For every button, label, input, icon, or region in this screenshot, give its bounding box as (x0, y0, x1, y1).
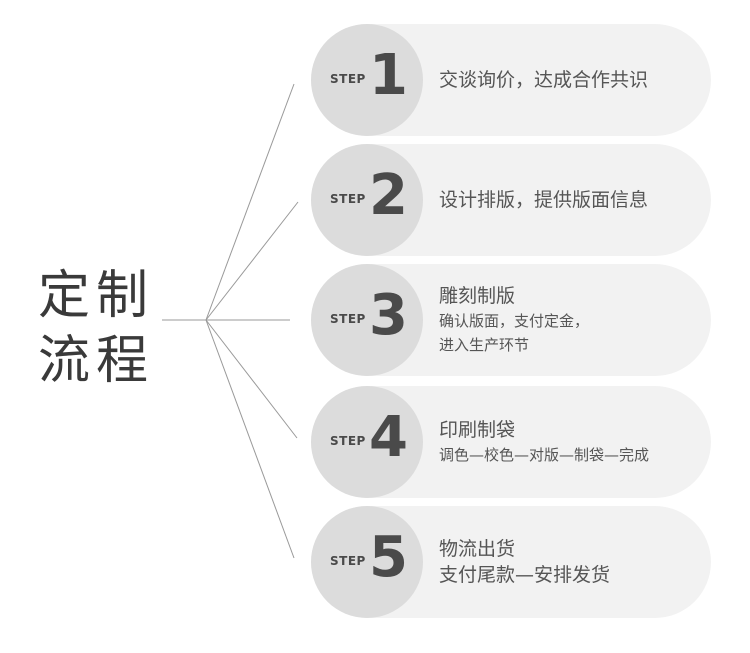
step-circle: STEP 4 (311, 386, 423, 498)
title-line-1: 定制 (38, 266, 155, 326)
title-line-2: 流程 (38, 331, 155, 391)
step-word: STEP (330, 554, 366, 568)
step-circle: STEP 1 (311, 24, 423, 136)
step-text: 支付尾款—安排发货 (439, 564, 611, 586)
step-word: STEP (330, 72, 366, 86)
step-description: 物流出货 支付尾款—安排发货 (439, 506, 699, 618)
step-description: 设计排版，提供版面信息 (439, 144, 699, 256)
connector-step-1 (205, 83, 295, 321)
step-number: 5 (369, 525, 408, 590)
step-circle: STEP 3 (311, 264, 423, 376)
step-card-2: STEP 2 设计排版，提供版面信息 (311, 144, 711, 256)
step-card-5: STEP 5 物流出货 支付尾款—安排发货 (311, 506, 711, 618)
step-heading: 雕刻制版 (439, 285, 516, 307)
step-circle: STEP 5 (311, 506, 423, 618)
step-description: 雕刻制版 确认版面，支付定金， 进入生产环节 (439, 264, 699, 376)
connector-step-2 (205, 201, 299, 321)
connector-step-5 (205, 319, 295, 559)
step-number: 1 (369, 43, 408, 108)
step-number: 3 (369, 283, 408, 348)
step-word: STEP (330, 192, 366, 206)
step-heading: 物流出货 (439, 538, 516, 560)
step-card-3: STEP 3 雕刻制版 确认版面，支付定金， 进入生产环节 (311, 264, 711, 376)
step-text: 进入生产环节 (439, 336, 530, 354)
step-word: STEP (330, 312, 366, 326)
step-text: 设计排版，提供版面信息 (439, 189, 649, 211)
step-circle: STEP 2 (311, 144, 423, 256)
step-heading: 印刷制袋 (439, 419, 516, 441)
step-text: 交谈询价，达成合作共识 (439, 69, 649, 91)
step-word: STEP (330, 434, 366, 448)
step-text: 调色—校色—对版—制袋—完成 (439, 446, 650, 464)
step-description: 印刷制袋 调色—校色—对版—制袋—完成 (439, 386, 699, 498)
step-text: 确认版面，支付定金， (439, 312, 590, 330)
step-number: 2 (369, 163, 408, 228)
step-card-4: STEP 4 印刷制袋 调色—校色—对版—制袋—完成 (311, 386, 711, 498)
connector-step-4 (205, 319, 298, 439)
step-description: 交谈询价，达成合作共识 (439, 24, 699, 136)
step-card-1: STEP 1 交谈询价，达成合作共识 (311, 24, 711, 136)
step-number: 4 (369, 405, 408, 470)
